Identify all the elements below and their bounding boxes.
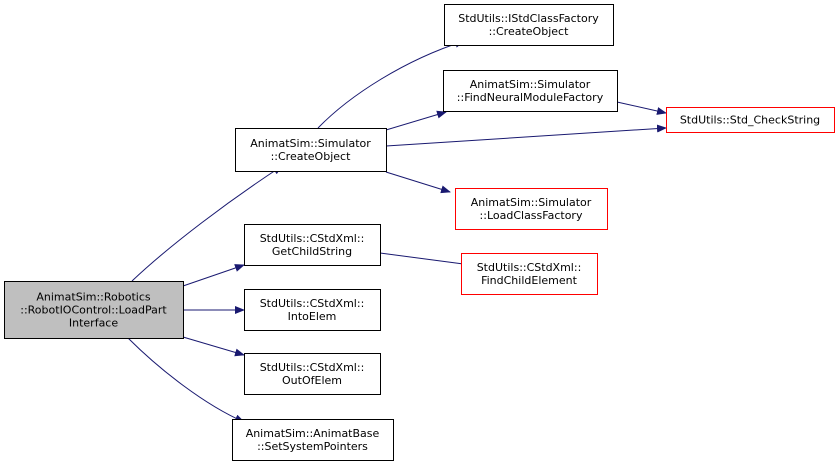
node-label-line: ::SetSystemPointers: [257, 440, 368, 453]
node-cstdxml-get-child-string[interactable]: StdUtils::CStdXml::GetChildString: [244, 224, 381, 266]
node-box: [455, 188, 608, 230]
node-box: [235, 128, 387, 172]
node-std-check-string[interactable]: StdUtils::Std_CheckString: [666, 107, 835, 133]
node-cstdxml-find-child-element[interactable]: StdUtils::CStdXml::FindChildElement: [461, 253, 598, 295]
node-simulator-create-object[interactable]: AnimatSim::Simulator::CreateObject: [235, 128, 387, 172]
node-istdclassfactory-create-object[interactable]: StdUtils::IStdClassFactory::CreateObject: [444, 4, 614, 46]
node-label-line: AnimatSim::Simulator: [250, 137, 371, 150]
node-label-line: ::CreateObject: [271, 150, 351, 163]
node-label-line: ::CreateObject: [489, 25, 569, 38]
edges: [127, 39, 667, 423]
node-label-line: StdUtils::CStdXml::: [477, 261, 582, 274]
node-label-line: ::FindNeuralModuleFactory: [457, 91, 604, 104]
edge-root-to-out-of-elem: [182, 336, 245, 357]
node-box: [232, 419, 394, 461]
node-box: [244, 353, 381, 395]
node-simulator-load-class-factory[interactable]: AnimatSim::Simulator::LoadClassFactory: [455, 188, 608, 230]
node-box: [461, 253, 598, 295]
node-box: [443, 70, 618, 112]
node-simulator-find-neural-module-factory[interactable]: AnimatSim::Simulator::FindNeuralModuleFa…: [443, 70, 618, 112]
edge-create-object-to-std-check-string: [385, 124, 667, 147]
node-label-line: StdUtils::CStdXml::: [260, 297, 365, 310]
node-label-line: AnimatSim::Simulator: [471, 196, 592, 209]
node-label-line: StdUtils::CStdXml::: [260, 232, 365, 245]
node-cstdxml-into-elem[interactable]: StdUtils::CStdXml::IntoElem: [244, 289, 381, 331]
node-label-line: IntoElem: [288, 310, 337, 323]
edge-create-object-to-find-neural-module-factory: [385, 110, 447, 131]
edge-root-to-set-system-pointers: [127, 337, 245, 423]
node-animatbase-set-system-pointers[interactable]: AnimatSim::AnimatBase::SetSystemPointers: [232, 419, 394, 461]
edge-root-to-create-object: [131, 165, 283, 282]
node-box: [4, 281, 184, 339]
node-box: [666, 107, 835, 133]
node-label-line: AnimatSim::Robotics: [36, 291, 150, 304]
node-box: [244, 289, 381, 331]
edge-create-object-to-istd-create-object: [317, 39, 465, 129]
edge-root-to-get-child-string: [182, 264, 245, 287]
node-label-line: AnimatSim::Simulator: [470, 78, 591, 91]
nodes: AnimatSim::Robotics::RobotIOControl::Loa…: [4, 4, 835, 461]
node-label-line: StdUtils::IStdClassFactory: [458, 12, 599, 25]
edge-create-object-to-load-class-factory: [385, 171, 451, 194]
node-label-line: OutOfElem: [282, 374, 342, 387]
node-label-line: GetChildString: [272, 245, 352, 258]
node-label-line: StdUtils::Std_CheckString: [680, 114, 820, 127]
edge-get-child-string-to-find-child-element: [379, 252, 472, 268]
node-cstdxml-out-of-elem[interactable]: StdUtils::CStdXml::OutOfElem: [244, 353, 381, 395]
node-box: [244, 224, 381, 266]
node-root-load-part-interface[interactable]: AnimatSim::Robotics::RobotIOControl::Loa…: [4, 281, 184, 339]
node-label-line: StdUtils::CStdXml::: [260, 361, 365, 374]
node-label-line: Interface: [69, 317, 118, 330]
node-label-line: FindChildElement: [481, 274, 578, 287]
node-label-line: ::RobotIOControl::LoadPart: [20, 304, 167, 317]
node-label-line: AnimatSim::AnimatBase: [246, 427, 380, 440]
edge-find-neural-module-factory-to-std-check-string: [616, 101, 667, 115]
node-label-line: ::LoadClassFactory: [480, 209, 583, 222]
node-box: [444, 4, 614, 46]
